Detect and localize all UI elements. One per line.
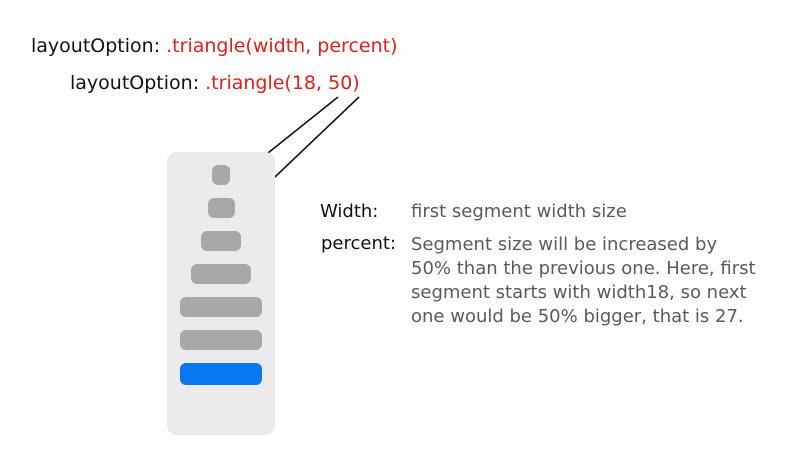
example-key: layoutOption: (70, 72, 206, 94)
triangle-segment-control (167, 152, 275, 435)
segment[interactable] (200, 231, 242, 251)
percent-description: Segment size will be increased by 50% th… (411, 234, 756, 327)
segment-selected[interactable] (180, 363, 262, 385)
width-description: first segment width size (411, 201, 627, 222)
signature-line: layoutOption: .triangle(width, percent) (31, 34, 397, 58)
signature-key: layoutOption: (31, 35, 167, 57)
segment[interactable] (212, 165, 230, 185)
example-value: .triangle(18, 50) (205, 72, 360, 94)
segment[interactable] (180, 297, 262, 317)
width-label: Width: (320, 201, 379, 222)
segment[interactable] (190, 264, 252, 284)
segment[interactable] (207, 198, 235, 218)
percent-label: percent: (321, 233, 397, 254)
segment[interactable] (180, 330, 262, 350)
signature-value: .triangle(width, percent) (166, 35, 398, 57)
example-line: layoutOption: .triangle(18, 50) (70, 71, 360, 95)
